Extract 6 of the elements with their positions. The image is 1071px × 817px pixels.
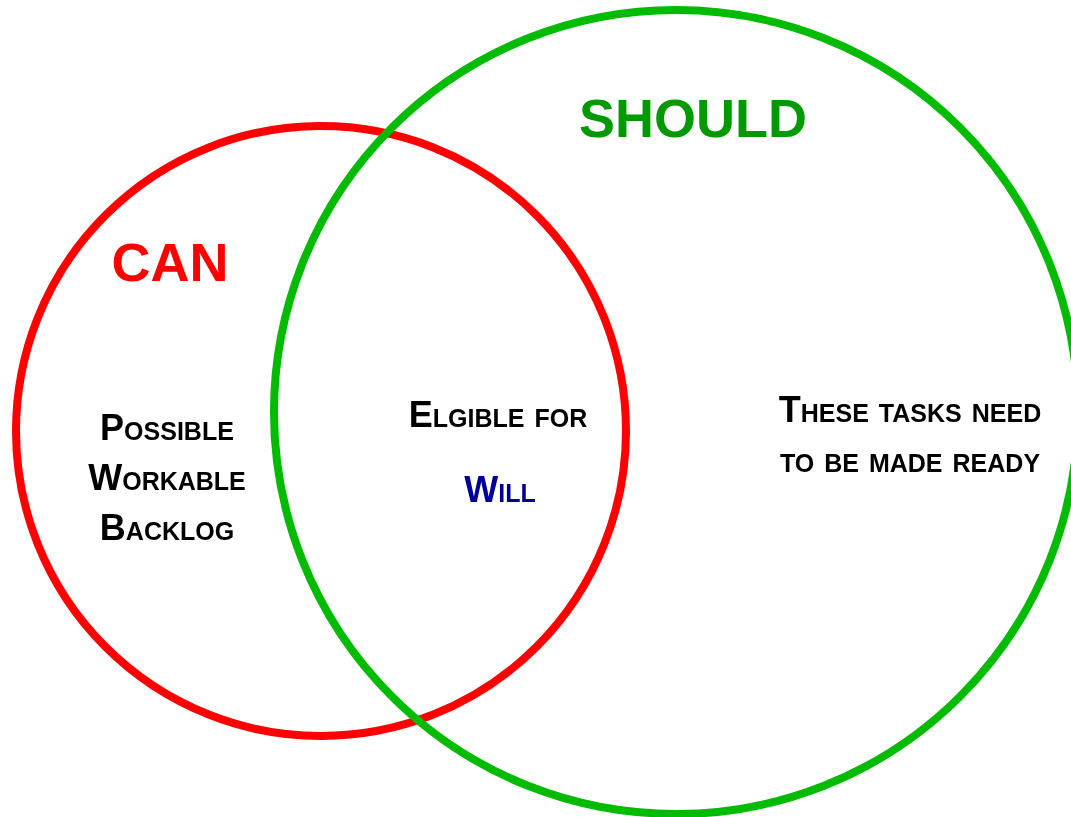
set-description: Possible Workable Backlog: [87, 406, 247, 550]
overlap-label: Elgible for: [407, 393, 589, 437]
overlap-label: Will: [463, 468, 537, 512]
set-label: CAN: [110, 231, 230, 293]
set-label: SHOULD: [578, 87, 808, 149]
set-description: These tasks need to be made ready: [777, 388, 1043, 482]
